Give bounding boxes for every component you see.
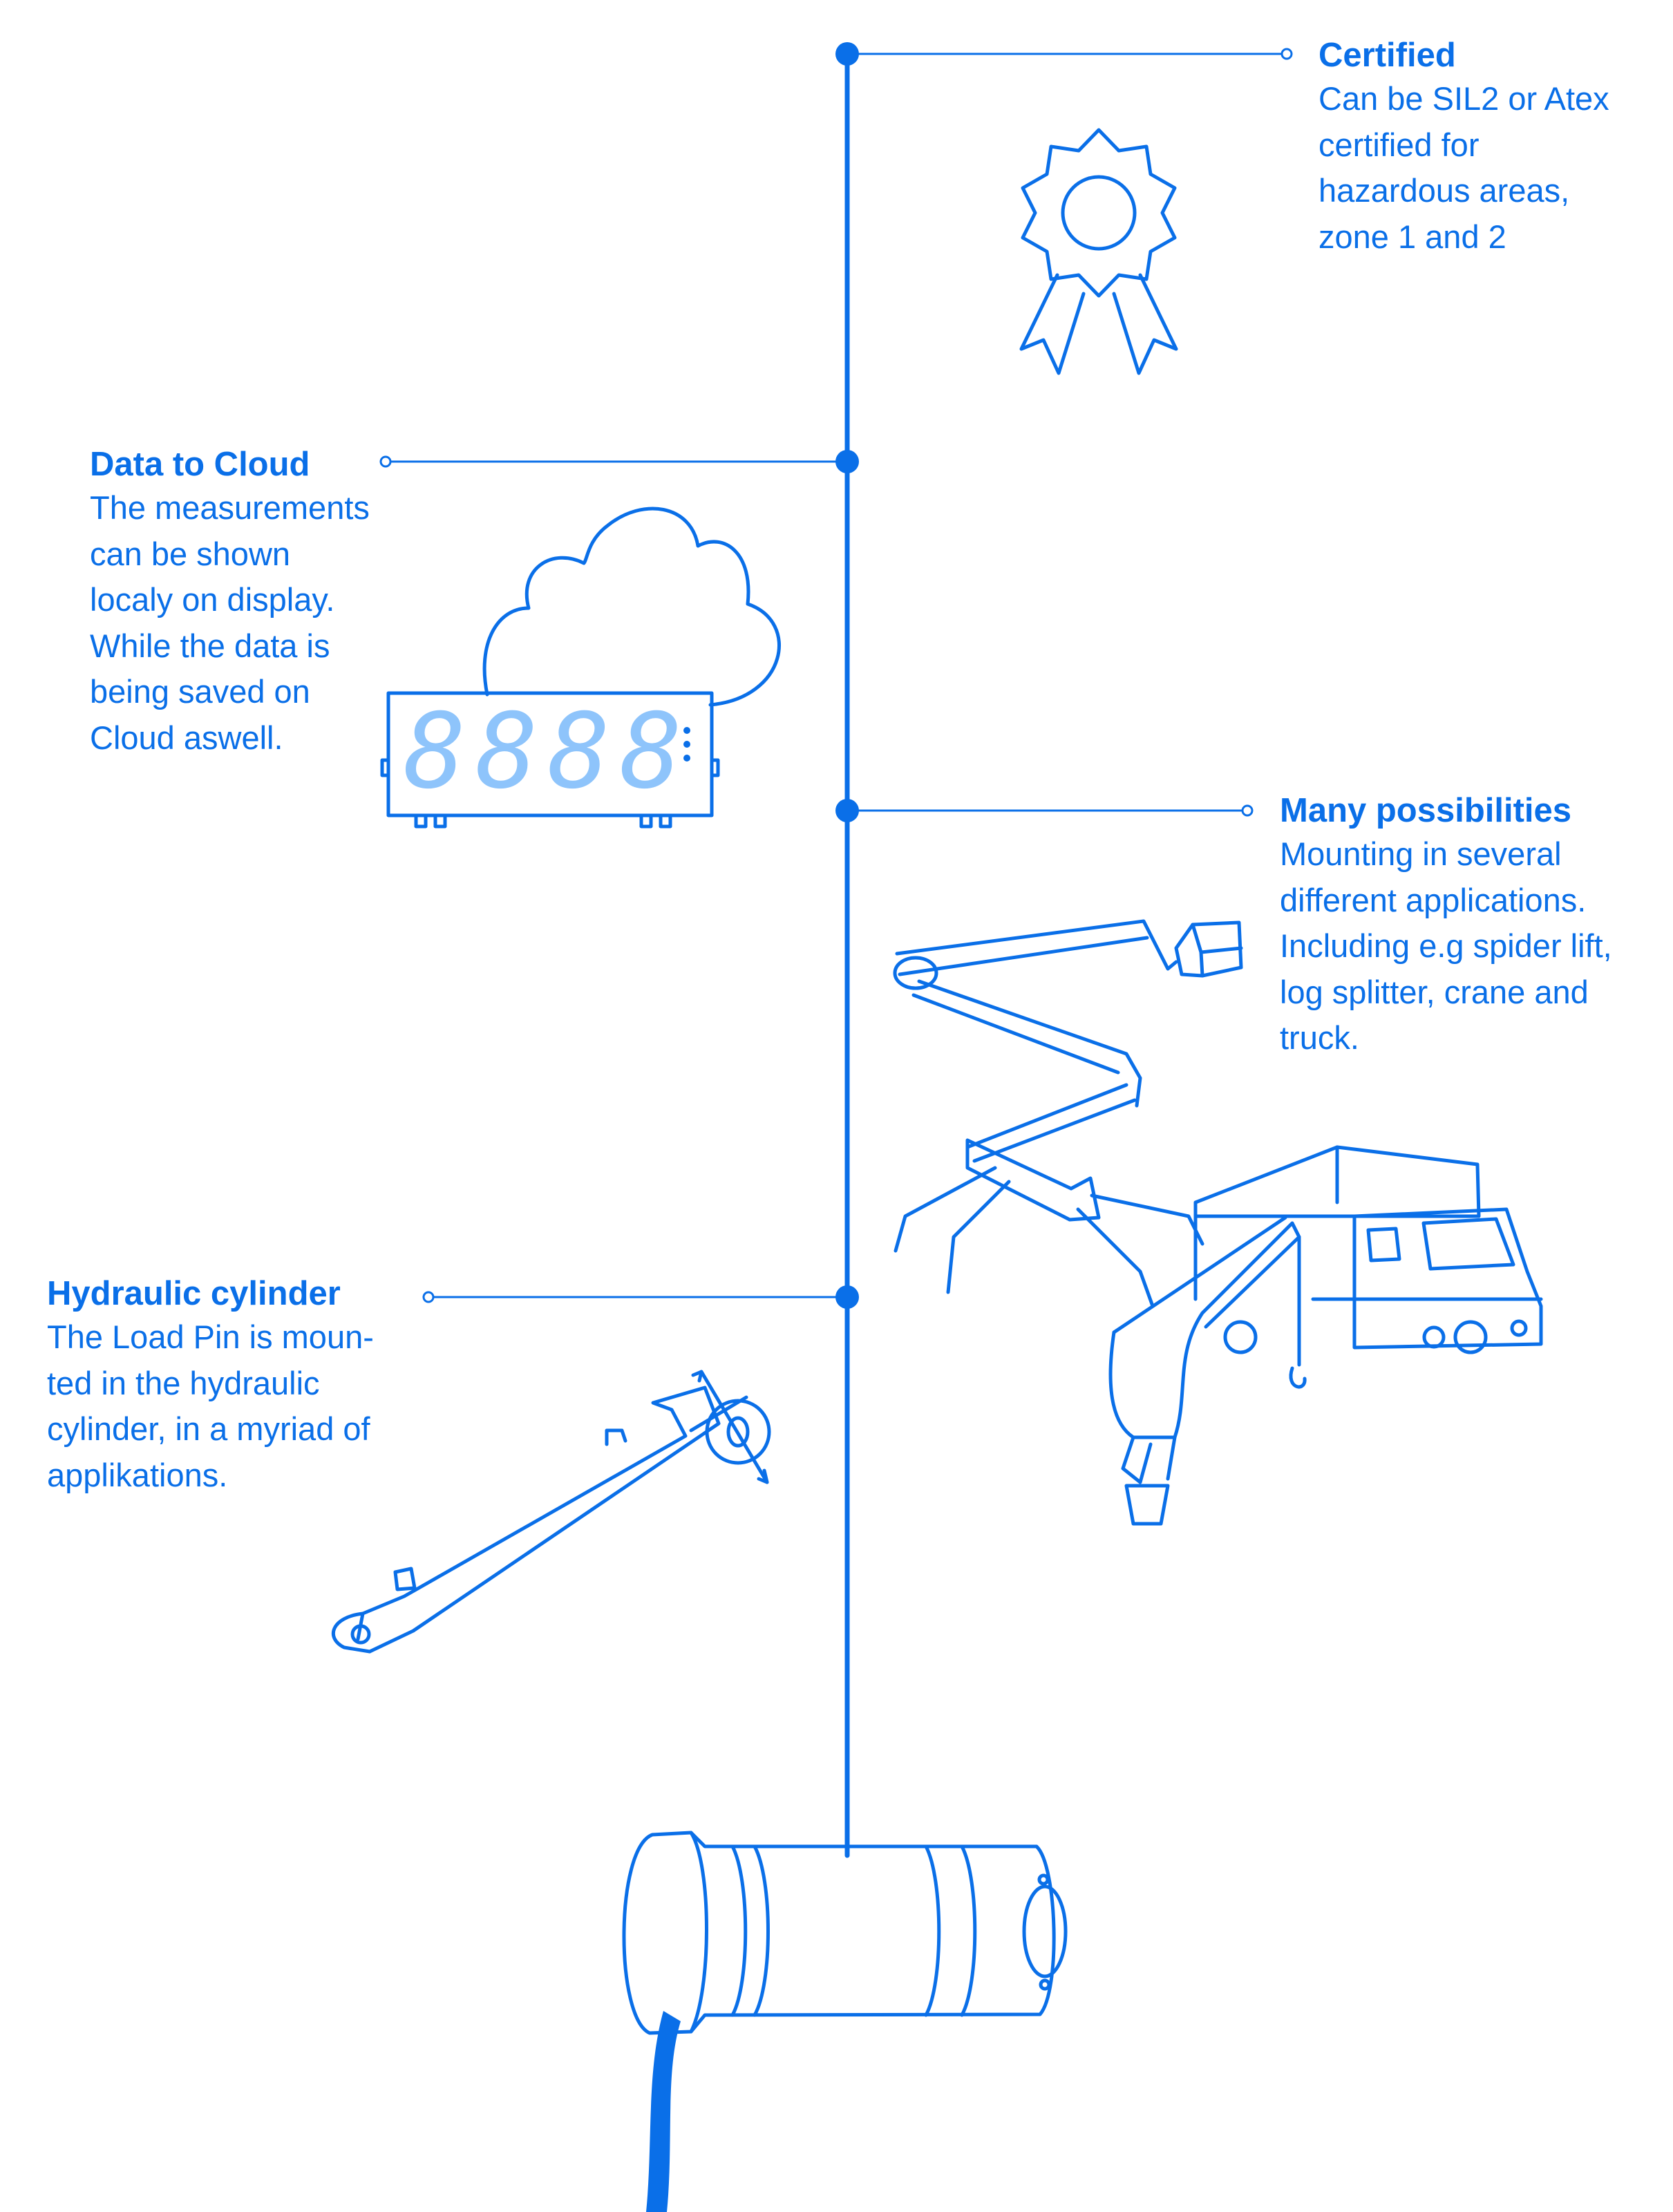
spider-lift-truck-icon [893, 919, 1543, 1526]
feature-title: Many possibilities [1280, 792, 1572, 829]
connector-cloud [379, 450, 859, 473]
feature-text-line: Can be SIL2 or Atex [1318, 80, 1609, 117]
feature-text-line: log splitter, crane and [1280, 973, 1589, 1010]
feature-text-line: Mounting in several [1280, 835, 1562, 872]
feature-text-line: can be shown [90, 535, 291, 572]
feature-text-line: ted in the hydraulic [47, 1364, 320, 1401]
feature-text-line: cylinder, in a myriad of [47, 1410, 370, 1447]
feature-certified: Certified Can be SIL2 or Atex certified … [1318, 35, 1609, 260]
hydraulic-cylinder-icon [331, 1370, 771, 1654]
connector-certified [835, 42, 1293, 66]
connector-hydraulic [422, 1285, 859, 1309]
feature-text-line: zone 1 and 2 [1318, 218, 1506, 255]
connector-many [835, 799, 1254, 822]
feature-text-line: being saved on [90, 673, 310, 710]
feature-text-line: certified for [1318, 126, 1480, 163]
feature-hydraulic-cylinder: Hydraulic cylinder The Load Pin is moun-… [47, 1273, 374, 1498]
cloud-display-icon [380, 507, 781, 829]
feature-text-line: hazardous areas, [1318, 172, 1570, 209]
feature-title: Certified [1318, 37, 1456, 74]
feature-text-line: truck. [1280, 1019, 1359, 1056]
feature-title: Hydraulic cylinder [47, 1275, 341, 1312]
feature-text-line: localy on display. [90, 581, 335, 618]
feature-title: Data to Cloud [90, 446, 310, 483]
feature-text-line: applikations. [47, 1456, 228, 1493]
feature-text-line: While the data is [90, 627, 330, 664]
feature-cloud: Data to Cloud The measurements can be sh… [90, 444, 370, 761]
load-pin-icon [622, 1831, 1068, 2212]
display-digits: 8888 [404, 692, 692, 812]
feature-many-possibilities: Many possibilities Mounting in several d… [1280, 790, 1612, 1061]
feature-text-line: The Load Pin is moun- [47, 1318, 374, 1355]
feature-text-line: different applications. [1280, 881, 1587, 918]
feature-text-line: Cloud aswell. [90, 719, 283, 756]
feature-text-line: Including e.g spider lift, [1280, 927, 1612, 964]
award-ribbon-icon [1019, 128, 1178, 375]
feature-text-line: The measurements [90, 489, 370, 526]
